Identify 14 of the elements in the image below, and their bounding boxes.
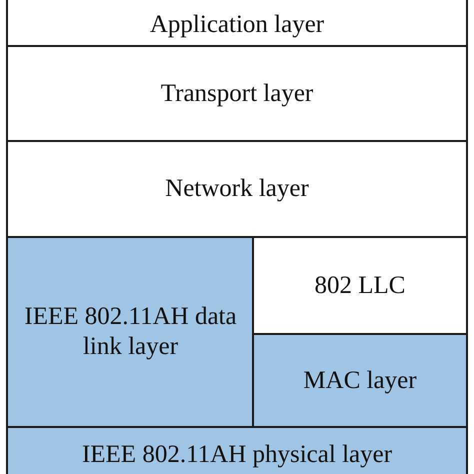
layer-box [6, 140, 468, 238]
layer-label: IEEE 802.11AH physical layer [82, 440, 392, 470]
layer-box [6, 45, 468, 142]
sublayer-box [252, 333, 468, 428]
layer-label: Application layer [150, 10, 324, 40]
sublayer-box [252, 236, 468, 335]
layer-box [6, 426, 468, 474]
layer-label: MAC layer [303, 366, 417, 396]
layer-label: Transport layer [160, 78, 314, 108]
layer-label: Network layer [165, 174, 309, 204]
layer-label: 802 LLC [314, 270, 406, 300]
layer-box [6, 236, 255, 428]
layer-box [6, 0, 468, 47]
layer-label: IEEE 802.11AH data link layer [23, 302, 238, 362]
